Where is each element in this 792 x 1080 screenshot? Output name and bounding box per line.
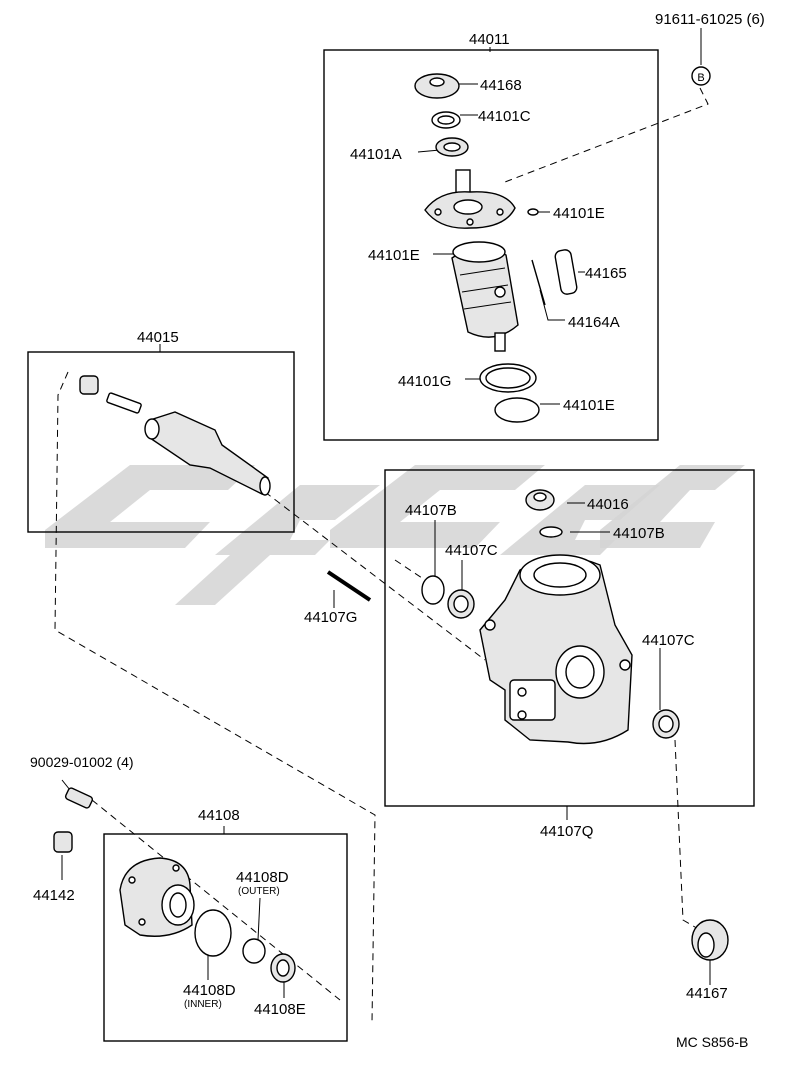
part-number-labels: 91611-61025 (6) 44011 44168 44101C 44101… [30, 11, 765, 1050]
assembly-box-44015 [27, 351, 295, 533]
label-44165: 44165 [585, 265, 627, 282]
part-44101C-snap-ring [431, 111, 461, 129]
part-adjusting-screw [106, 392, 142, 414]
label-44107C-right: 44107C [642, 632, 695, 649]
leader-lines [61, 28, 711, 998]
part-44016-adjust-cap [525, 489, 555, 511]
label-91611-61025: 91611-61025 (6) [655, 11, 765, 28]
doc-code: MC S856-B [676, 1034, 748, 1050]
part-44107C-seal-left [447, 589, 475, 619]
dashed-assembly-lines [54, 87, 709, 1023]
watermark-logo [45, 465, 745, 605]
label-44101G: 44101G [398, 373, 451, 390]
label-44108: 44108 [198, 807, 240, 824]
label-44011: 44011 [469, 31, 510, 48]
label-44108E: 44108E [254, 1001, 306, 1018]
part-44101G-teflon-ring [479, 363, 537, 393]
part-44164A-pin [531, 259, 546, 306]
part-44107B-o-ring-upper [539, 526, 563, 538]
label-44015: 44015 [137, 329, 179, 346]
label-44107B-left: 44107B [405, 502, 457, 519]
part-44101E-small-o-ring [527, 208, 539, 216]
part-44101A-oil-seal [435, 137, 469, 157]
part-44168-cap [414, 73, 460, 99]
label-44016: 44016 [587, 496, 629, 513]
part-sector-shaft [144, 411, 271, 496]
part-44108D-inner-o-ring [194, 909, 232, 957]
label-44101A: 44101A [350, 146, 402, 163]
part-control-valve-sleeve [451, 241, 519, 352]
assembly-box-44108 [103, 833, 348, 1042]
label-90029-01002: 90029-01002 (4) [30, 754, 134, 770]
label-44108D-outer: 44108D [236, 869, 289, 886]
part-44107B-o-ring-side [421, 575, 445, 605]
marker-B-symbol: B [691, 66, 711, 86]
part-44107G-stud [326, 570, 372, 602]
part-gear-housing [479, 554, 633, 745]
label-44167: 44167 [686, 985, 728, 1002]
part-44108D-outer-o-ring [242, 938, 266, 964]
part-44101E-o-ring [494, 397, 540, 423]
part-44142-nut [53, 831, 73, 853]
part-44165-seal-ring [554, 249, 578, 295]
label-44108D-inner-note: (INNER) [184, 999, 222, 1010]
part-44167-boot [691, 919, 729, 961]
part-90029-bolt [64, 787, 94, 809]
label-44142: 44142 [33, 887, 75, 904]
label-44164A: 44164A [568, 314, 620, 331]
label-44101E-sleeve: 44101E [368, 247, 420, 264]
svg-text:B: B [697, 72, 704, 84]
label-44101E-upper: 44101E [553, 205, 605, 222]
label-44101E-lower: 44101E [563, 397, 615, 414]
assembly-box-44011 [323, 49, 659, 441]
label-44168: 44168 [480, 77, 522, 94]
label-44108D-inner: 44108D [183, 982, 236, 999]
label-44101C: 44101C [478, 108, 531, 125]
label-44107G: 44107G [304, 609, 357, 626]
part-44108E-seal [270, 953, 296, 983]
label-44108D-outer-note: (OUTER) [238, 886, 280, 897]
label-44107Q: 44107Q [540, 823, 593, 840]
assembly-box-44107Q [384, 469, 755, 807]
label-44107B-right: 44107B [613, 525, 665, 542]
label-44107C-left: 44107C [445, 542, 498, 559]
part-44107C-seal-right [652, 709, 680, 739]
part-44108-end-cover [119, 857, 195, 937]
part-valve-housing-flange [424, 169, 516, 229]
part-adjusting-screw-nut [79, 375, 99, 395]
